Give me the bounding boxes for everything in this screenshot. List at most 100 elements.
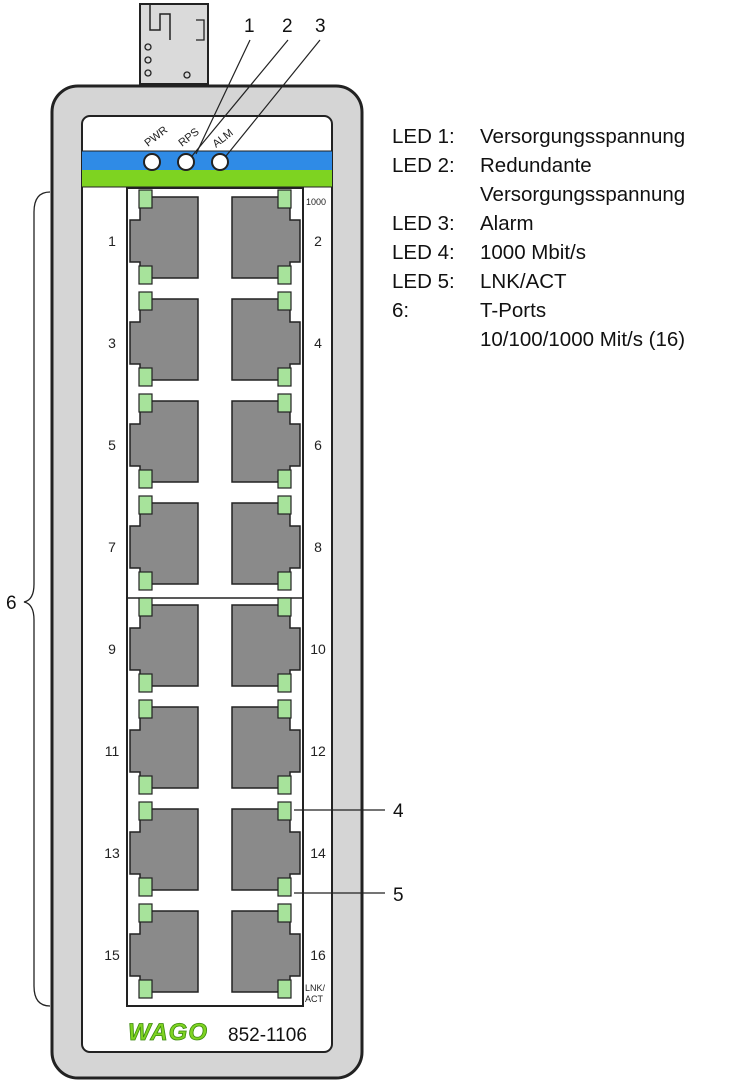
led-1000-port-10 [277, 597, 292, 617]
legend-row: LED 5: LNK/ACT [392, 267, 685, 296]
legend-row: 6: T-Ports [392, 296, 685, 325]
led-1000-port-6 [277, 393, 292, 413]
blue-status-band [82, 151, 332, 170]
led-1000-port-3 [138, 291, 153, 311]
din-rail-clip [139, 3, 209, 85]
led-lnk-act-port-15 [138, 979, 153, 999]
led-1000-port-9 [138, 597, 153, 617]
led-lnk-act-port-6 [277, 469, 292, 489]
speed-1000-label: 1000 [306, 197, 326, 207]
rj45-port-13 [129, 808, 199, 891]
led-1000-port-12 [277, 699, 292, 719]
callout-6: 6 [6, 593, 17, 614]
port-number-16: 16 [310, 947, 326, 963]
ports-layer [129, 189, 301, 999]
led-1000-port-7 [138, 495, 153, 515]
led-lnk-act-port-9 [138, 673, 153, 693]
led-1000-port-5 [138, 393, 153, 413]
rj45-port-7 [129, 502, 199, 585]
led-1000-port-15 [138, 903, 153, 923]
led-lnk-act-port-4 [277, 367, 292, 387]
led-lnk-act-port-10 [277, 673, 292, 693]
lnk-act-label-line1: LNK/ [305, 983, 326, 993]
legend-text: 1000 Mbit/s [480, 241, 586, 264]
rj45-port-11 [129, 706, 199, 789]
legend-text: Versorgungsspannung [480, 125, 686, 148]
port-number-8: 8 [314, 539, 322, 555]
legend-key: LED 2: [392, 154, 455, 177]
model-number: 852-1106 [228, 1025, 307, 1046]
port-number-13: 13 [104, 845, 120, 861]
callout-2-line [191, 39, 289, 157]
led-lnk-act-port-16 [277, 979, 292, 999]
led-rps [177, 153, 195, 171]
port-number-2: 2 [314, 233, 322, 249]
legend-row: LED 4: 1000 Mbit/s [392, 238, 685, 267]
rj45-port-3 [129, 298, 199, 381]
port-number-1: 1 [108, 233, 116, 249]
lnk-act-label-line2: ACT [305, 994, 324, 1004]
legend-text: Versorgungsspannung [480, 183, 686, 206]
callout-4: 4 [393, 801, 404, 822]
rj45-port-9 [129, 604, 199, 687]
legend-key: LED 5: [392, 270, 455, 293]
legend-text: 10/100/1000 Mit/s (16) [480, 328, 686, 351]
callout-1: 1 [244, 16, 255, 37]
led-lnk-act-port-11 [138, 775, 153, 795]
port-number-15: 15 [104, 947, 120, 963]
port-number-10: 10 [310, 641, 326, 657]
legend-row: LED 1:Versorgungsspannung [392, 122, 685, 151]
legend-text: T-Ports [480, 299, 547, 322]
callout-2: 2 [282, 16, 293, 37]
callout-5: 5 [393, 885, 404, 906]
port-number-5: 5 [108, 437, 116, 453]
legend-key: LED 3: [392, 212, 455, 235]
port-number-14: 14 [310, 845, 326, 861]
led-lnk-act-port-7 [138, 571, 153, 591]
legend-text: Alarm [480, 212, 534, 235]
green-band [82, 170, 332, 187]
legend-row: Versorgungsspannung [392, 180, 685, 209]
callout-6-bracket [23, 191, 51, 1007]
port-number-3: 3 [108, 335, 116, 351]
legend-row: 10/100/1000 Mit/s (16) [392, 325, 685, 354]
led-lnk-act-port-1 [138, 265, 153, 285]
port-number-6: 6 [314, 437, 322, 453]
legend-row: LED 2: Redundante [392, 151, 685, 180]
legend-row: LED 3: Alarm [392, 209, 685, 238]
led-alm [211, 153, 229, 171]
legend-text: LNK/ACT [480, 270, 567, 293]
led-1000-port-8 [277, 495, 292, 515]
legend-key [392, 325, 480, 354]
led-1000-port-4 [277, 291, 292, 311]
rj45-port-15 [129, 910, 199, 993]
rj45-port-5 [129, 400, 199, 483]
led-lnk-act-port-2 [277, 265, 292, 285]
legend-key: 6: [392, 299, 410, 322]
port-number-7: 7 [108, 539, 116, 555]
led-lnk-act-port-3 [138, 367, 153, 387]
led-1000-port-16 [277, 903, 292, 923]
led-1000-port-13 [138, 801, 153, 821]
led-lnk-act-port-12 [277, 775, 292, 795]
legend-key: LED 4: [392, 241, 455, 264]
callout-1-line [195, 39, 251, 155]
port-number-4: 4 [314, 335, 322, 351]
led-pwr [143, 153, 161, 171]
wago-logo: WAGO [128, 1019, 208, 1046]
port-number-11: 11 [105, 743, 120, 759]
callout-3-line [225, 39, 321, 157]
led-lnk-act-port-13 [138, 877, 153, 897]
legend-text: Redundante [480, 154, 592, 177]
led-1000-port-14 [277, 801, 292, 821]
led-lnk-act-port-5 [138, 469, 153, 489]
led-lnk-act-port-14 [277, 877, 292, 897]
callout-3: 3 [315, 16, 326, 37]
rj45-port-1 [129, 196, 199, 279]
led-1000-port-2 [277, 189, 292, 209]
led-lnk-act-port-8 [277, 571, 292, 591]
legend-key [392, 180, 480, 209]
